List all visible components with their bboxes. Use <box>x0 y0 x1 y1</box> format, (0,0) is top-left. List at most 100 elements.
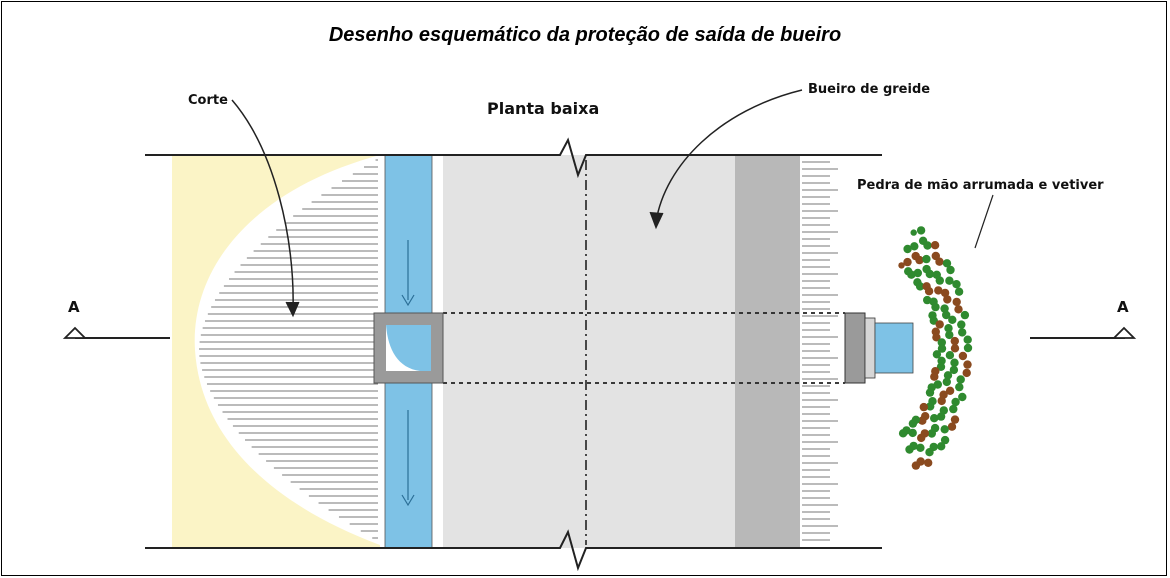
stone-vetiver-dot <box>954 305 963 314</box>
stone-vetiver-dot <box>917 433 926 443</box>
stone-vetiver-dot <box>945 386 955 395</box>
stone-vetiver-dot <box>948 315 957 324</box>
section-marker-left-icon <box>62 326 88 339</box>
stone-vetiver-dot <box>949 365 959 375</box>
stone-vetiver-dot <box>911 461 921 470</box>
stone-vetiver-dot <box>937 396 946 406</box>
stone-vetiver-dot <box>963 335 972 344</box>
embankment-hatch-lines <box>802 161 838 541</box>
stone-vetiver-dot <box>957 320 966 329</box>
stone-vetiver-dot <box>925 269 934 279</box>
stone-vetiver-dot <box>950 344 960 353</box>
stone-vetiver-dot <box>963 360 972 369</box>
stone-vetiver-protection <box>898 226 973 470</box>
stone-vetiver-dot <box>937 338 946 347</box>
stone-vetiver-dot <box>932 350 942 359</box>
stone-vetiver-dot <box>925 388 935 397</box>
stone-vetiver-dot <box>940 425 949 434</box>
stone-vetiver-dot <box>898 262 905 269</box>
stone-vetiver-dot <box>923 295 932 305</box>
stone-vetiver-dot <box>952 297 961 307</box>
bueiro-arrow <box>655 89 803 223</box>
stone-vetiver-dot <box>927 429 936 438</box>
stone-vetiver-dot <box>937 442 946 451</box>
stone-vetiver-dot <box>910 229 917 236</box>
stone-vetiver-dot <box>945 330 954 340</box>
corte-label: Corte <box>188 93 228 108</box>
stone-vetiver-dot <box>903 257 912 267</box>
stone-vetiver-dot <box>931 302 940 312</box>
channel-flow-arrowhead-bottom <box>401 494 415 507</box>
outlet-headwall <box>844 312 866 384</box>
channel-flow-arrowhead-top <box>401 294 415 307</box>
stone-vetiver-dot <box>913 268 922 278</box>
stone-vetiver-dot <box>930 414 939 423</box>
stone-vetiver-dot <box>942 310 951 320</box>
outlet-pipe <box>874 322 914 374</box>
stone-vetiver-dot <box>936 412 946 421</box>
section-label-right: A <box>1117 298 1129 316</box>
stone-vetiver-dot <box>950 358 959 367</box>
stone-vetiver-dot <box>947 422 957 431</box>
planta-baixa-label: Planta baixa <box>487 99 599 118</box>
stone-vetiver-dot <box>944 324 953 333</box>
bottom-boundary-line <box>145 529 882 572</box>
road-shoulder <box>735 155 800 548</box>
stone-vetiver-dot <box>898 429 908 438</box>
corte-arrowhead <box>285 301 300 318</box>
stone-vetiver-dot <box>910 242 919 251</box>
stone-vetiver-dot <box>907 270 916 279</box>
stone-vetiver-dot <box>919 402 928 412</box>
stone-vetiver-dot <box>954 287 964 296</box>
stone-vetiver-dot <box>932 333 941 342</box>
diagram-title: Desenho esquemático da proteção de saída… <box>328 24 842 46</box>
roadway-area <box>443 155 735 548</box>
bueiro-de-greide-label: Bueiro de greide <box>808 82 930 97</box>
stone-vetiver-dot <box>916 443 925 452</box>
stone-vetiver-dot <box>935 257 944 266</box>
stone-vetiver-dot <box>946 265 955 275</box>
stone-vetiver-dot <box>930 241 940 250</box>
stone-vetiver-dot <box>943 295 952 304</box>
slope-curve-cut <box>194 155 380 548</box>
stone-vetiver-dot <box>905 445 914 454</box>
stone-vetiver-dot <box>930 372 939 381</box>
bueiro-arrowhead <box>649 211 664 230</box>
corte-arrow <box>231 99 294 311</box>
section-label-left: A <box>68 298 80 316</box>
stone-vetiver-dot <box>937 344 947 353</box>
stone-vetiver-dot <box>943 371 953 380</box>
stone-vetiver-dot <box>958 328 967 337</box>
top-boundary-line <box>145 137 882 179</box>
stone-vetiver-dot <box>922 254 931 264</box>
stone-vetiver-dot <box>950 415 960 424</box>
stone-vetiver-dot <box>940 304 949 313</box>
stone-vetiver-dot <box>950 336 959 346</box>
stone-vetiver-dot <box>951 397 960 407</box>
stone-vetiver-dot <box>915 282 925 291</box>
pedra-vetiver-label: Pedra de mão arrumada e vetiver <box>857 178 1104 193</box>
stone-vetiver-dot <box>956 375 965 384</box>
stone-vetiver-dot <box>942 259 952 268</box>
stone-vetiver-dot <box>963 343 973 353</box>
stone-vetiver-dot <box>925 448 934 457</box>
pedra-leader-line <box>974 194 994 249</box>
stone-vetiver-dot <box>940 288 950 298</box>
stone-vetiver-dot <box>924 458 933 467</box>
stone-vetiver-dot <box>955 382 964 392</box>
stone-vetiver-dot <box>916 226 926 235</box>
stone-vetiver-dot <box>942 377 951 387</box>
culvert-inlet-water <box>386 325 431 371</box>
section-marker-right-icon <box>1111 326 1137 339</box>
stone-vetiver-dot <box>915 255 924 265</box>
stone-vetiver-dot <box>908 419 918 428</box>
stone-vetiver-dot <box>903 244 912 254</box>
stone-vetiver-dot <box>935 276 944 285</box>
stone-vetiver-dot <box>918 416 927 425</box>
stone-vetiver-dot <box>958 392 967 402</box>
stone-vetiver-dot <box>960 310 970 320</box>
slope-hatch-lines <box>199 159 378 539</box>
stone-vetiver-dot <box>945 276 954 285</box>
stone-vetiver-dot <box>924 287 934 296</box>
